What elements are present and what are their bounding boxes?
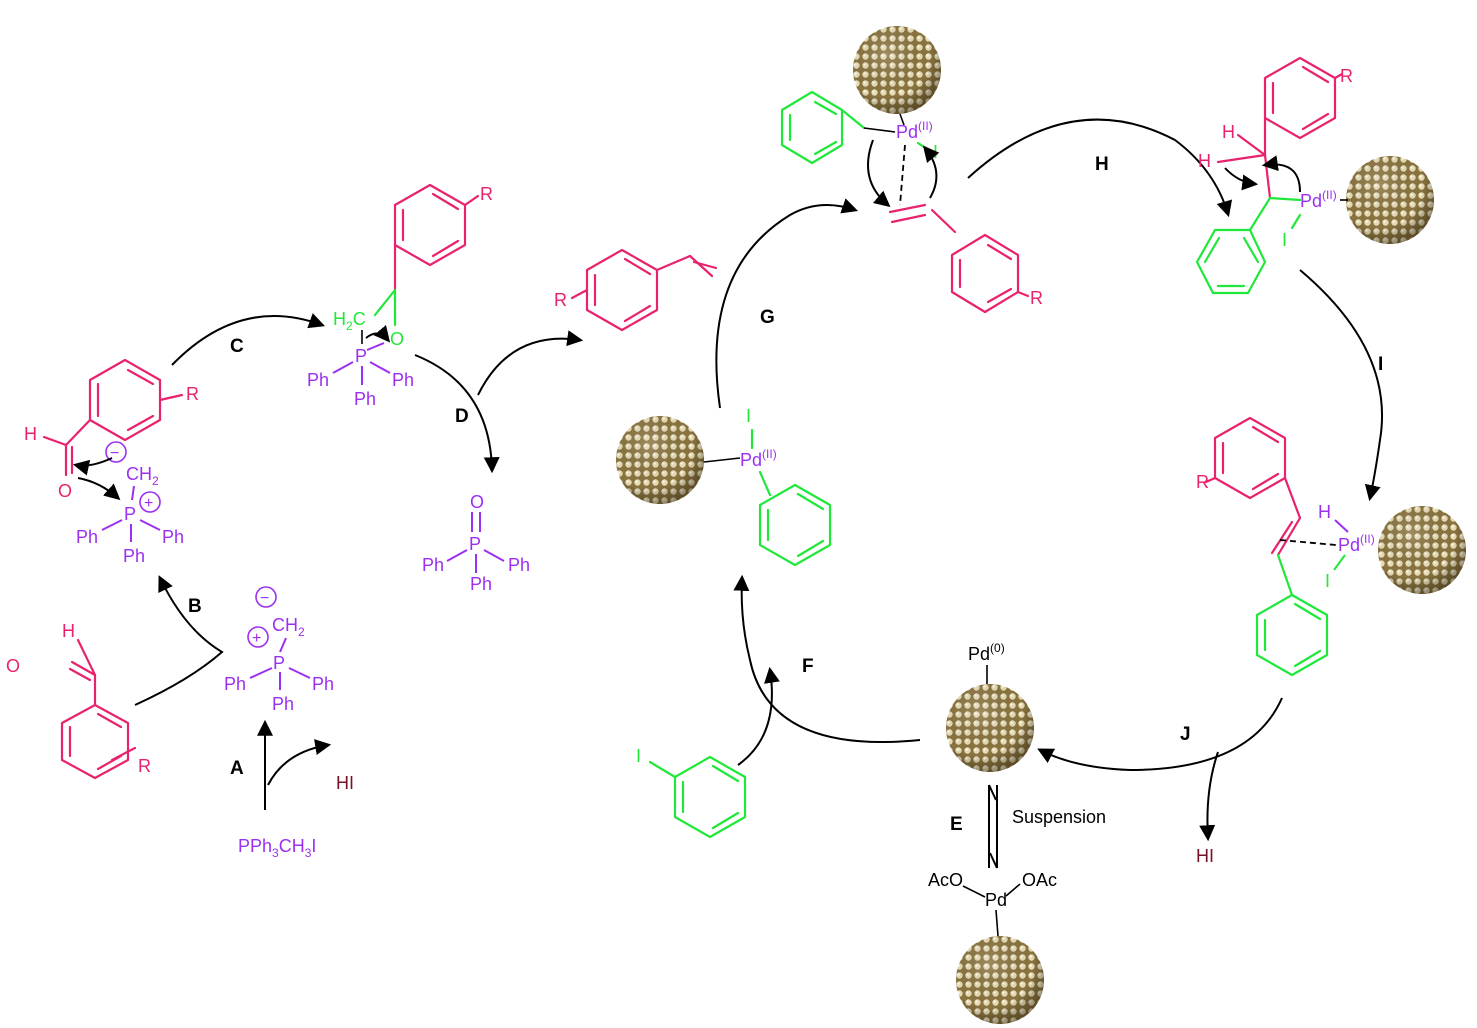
svg-text:P: P — [273, 653, 285, 673]
svg-text:H2C: H2C — [333, 309, 366, 333]
svg-text:Ph: Ph — [422, 555, 444, 575]
pd-nanoparticle-icon — [853, 26, 941, 114]
svg-text:R: R — [186, 384, 199, 404]
arrow-j — [1037, 697, 1283, 772]
svg-text:O: O — [390, 329, 404, 349]
svg-text:Ph: Ph — [272, 694, 294, 714]
pd-nanoparticle-icon — [946, 684, 1034, 772]
svg-text:Pd(II): Pd(II) — [740, 447, 777, 470]
svg-text:I: I — [1282, 230, 1287, 250]
svg-text:O: O — [58, 481, 72, 501]
step-label-a: A — [230, 758, 244, 779]
svg-text:I: I — [1325, 571, 1330, 591]
pd-nanoparticle-icon — [616, 416, 704, 504]
svg-text:Ph: Ph — [162, 527, 184, 547]
svg-text:CH2: CH2 — [272, 615, 305, 639]
step-label-h: H — [1095, 154, 1109, 175]
step-label-c: C — [230, 336, 244, 357]
svg-text:Ph: Ph — [312, 674, 334, 694]
svg-text:P: P — [469, 534, 481, 554]
svg-text:I: I — [933, 142, 938, 162]
suspension-label: Suspension — [1012, 807, 1106, 827]
pd-nanoparticle-icon — [1378, 506, 1466, 594]
svg-text:AcO: AcO — [928, 870, 963, 890]
svg-text:Ph: Ph — [76, 527, 98, 547]
arrow-f-iodobenzene — [737, 666, 780, 766]
iodobenzene-structure: I — [636, 746, 747, 839]
svg-text:Ph: Ph — [508, 555, 530, 575]
arrow-a-hi — [267, 739, 332, 786]
pd-acetate-species: AcO OAc Pd — [928, 870, 1057, 937]
svg-text:−: − — [110, 445, 119, 462]
svg-text:Pd(0): Pd(0) — [968, 641, 1005, 664]
svg-text:H: H — [1318, 502, 1331, 522]
svg-text:Pd(II): Pd(II) — [896, 119, 933, 142]
stilbene-pd-hydride-complex: R Pd(II) H I — [1196, 416, 1375, 677]
svg-text:Ph: Ph — [392, 370, 414, 390]
svg-text:I: I — [746, 406, 751, 426]
svg-text:Ph: Ph — [470, 574, 492, 594]
svg-text:Ph: Ph — [307, 370, 329, 390]
svg-text:H: H — [1198, 151, 1211, 171]
step-label-b: B — [188, 596, 202, 617]
step-label-d: D — [455, 406, 469, 427]
oxaphosphetane-intermediate: R H2C O P Ph Ph Ph — [307, 183, 493, 409]
svg-text:PPh3CH3I: PPh3CH3I — [238, 836, 316, 860]
svg-text:R: R — [138, 756, 151, 776]
svg-text:H: H — [62, 621, 75, 641]
hi-byproduct-a: HI — [336, 773, 354, 793]
arrow-b — [134, 575, 224, 706]
svg-text:R: R — [554, 290, 567, 310]
phenyl-pd-iodide-complex: Pd(II) I — [703, 406, 832, 567]
pd-nanoparticle-icon — [1346, 156, 1434, 244]
svg-text:R: R — [1196, 472, 1209, 492]
svg-text:H: H — [1222, 122, 1235, 142]
svg-text:Pd(II): Pd(II) — [1300, 188, 1337, 211]
svg-text:Pd: Pd — [985, 890, 1007, 910]
svg-text:P: P — [355, 346, 367, 366]
pd-alkene-complex-top: Pd(II) I R — [780, 90, 1043, 314]
step-label-j: J — [1180, 724, 1191, 745]
arrow-c — [171, 313, 326, 366]
alkyl-pd-complex: R H H Pd(II) I — [1195, 56, 1353, 295]
svg-text:+: + — [144, 495, 153, 512]
triphenylphosphine-oxide: O P Ph Ph Ph — [422, 492, 530, 594]
svg-text:O: O — [470, 492, 484, 512]
arrow-d-styrene — [477, 330, 584, 396]
svg-text:Ph: Ph — [354, 389, 376, 409]
styrene-product: R — [554, 248, 718, 332]
betaine-intermediate: H O R − CH2 + P Ph Ph Ph — [24, 358, 199, 566]
arrow-g — [715, 198, 859, 409]
step-label-g: G — [760, 307, 775, 328]
svg-text:+: + — [252, 630, 261, 647]
svg-text:−: − — [260, 590, 269, 607]
ylide-structure: − CH2 + P Ph Ph Ph — [224, 586, 334, 714]
step-label-f: F — [802, 656, 814, 677]
svg-text:CH2: CH2 — [126, 464, 159, 488]
arrow-j-hi — [1199, 751, 1219, 842]
svg-text:O: O — [6, 656, 20, 676]
pd-nanoparticle-icon — [956, 936, 1044, 1024]
benzaldehyde-structure: O H R — [6, 621, 151, 780]
svg-text:Ph: Ph — [224, 674, 246, 694]
svg-text:R: R — [1340, 66, 1353, 86]
svg-text:OAc: OAc — [1022, 870, 1057, 890]
svg-text:P: P — [124, 504, 136, 524]
arrow-i — [1299, 269, 1384, 502]
svg-text:R: R — [1030, 288, 1043, 308]
arrow-d — [414, 354, 500, 474]
svg-text:R: R — [480, 184, 493, 204]
step-label-e: E — [950, 814, 963, 835]
pd0-species: Pd(0) — [968, 641, 1005, 684]
step-label-i: I — [1378, 354, 1383, 375]
hi-byproduct-j: HI — [1196, 846, 1214, 866]
reagent-pph3ch3i: PPh3CH3I — [238, 836, 316, 860]
arrow-h — [967, 118, 1233, 218]
arrow-f — [733, 574, 921, 744]
svg-text:Ph: Ph — [123, 546, 145, 566]
svg-text:I: I — [636, 746, 641, 766]
svg-text:H: H — [24, 424, 37, 444]
svg-text:Pd(II): Pd(II) — [1338, 532, 1375, 555]
